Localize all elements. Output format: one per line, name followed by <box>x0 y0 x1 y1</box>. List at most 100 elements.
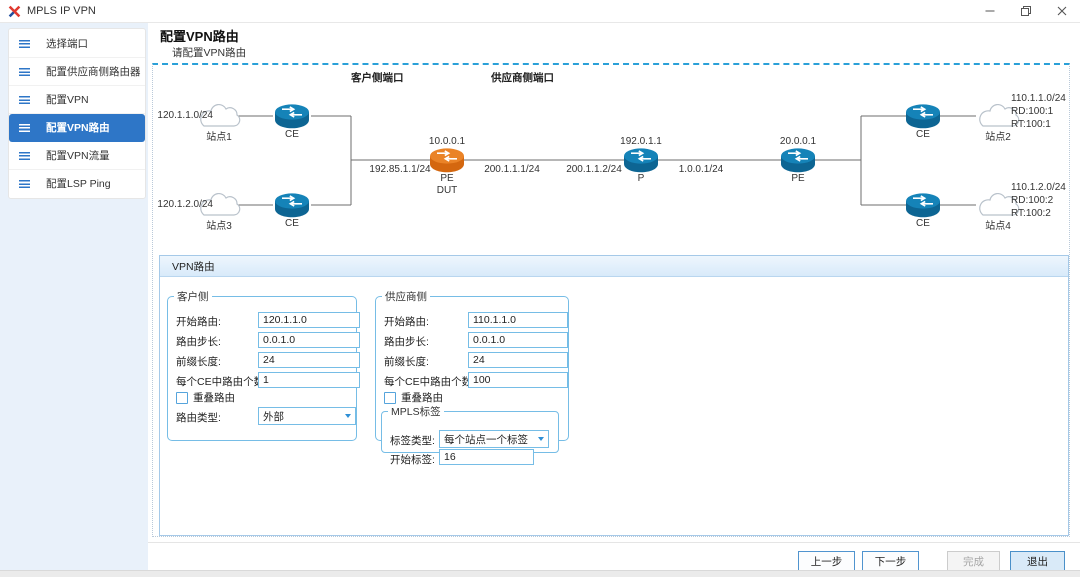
sidebar: 选择端口配置供应商侧路由器配置VPN 配置VPN路由配置VPN流量配置LSP Pi… <box>0 23 149 571</box>
vpn-route-panel: VPN路由 客户侧 重叠路由 路由类型: 外部 开始路由:路由步长 <box>159 255 1069 536</box>
sidebar-item-vpn-traffic[interactable]: 配置VPN流量 <box>9 142 145 170</box>
cloud-site1-icon <box>196 103 242 128</box>
chevron-down-icon <box>538 437 544 441</box>
sidebar-menu: 选择端口配置供应商侧路由器配置VPN 配置VPN路由配置VPN流量配置LSP Pi… <box>8 28 146 199</box>
sidebar-item-select-port[interactable]: 选择端口 <box>9 30 145 58</box>
menu-icon <box>19 95 30 104</box>
menu-icon <box>19 179 30 188</box>
label-type-value: 每个站点一个标签 <box>444 433 528 446</box>
start-label-input[interactable] <box>439 449 534 465</box>
minimize-button[interactable] <box>972 0 1008 22</box>
maximize-button[interactable] <box>1008 0 1044 22</box>
customer-route-step-label: 路由步长: <box>176 336 221 348</box>
sidebar-item-label: 配置VPN流量 <box>46 150 110 162</box>
customer-prefix-length-input[interactable] <box>258 352 360 368</box>
link-label: 192.85.1.1/24 <box>369 164 431 175</box>
status-strip <box>0 570 1080 577</box>
site-name-label: 站点2 <box>985 132 1011 143</box>
window-controls <box>972 0 1080 22</box>
customer-routes-per-ce-input[interactable] <box>258 372 360 388</box>
customer-fieldset: 客户侧 重叠路由 路由类型: 外部 开始路由: 路由步长: 前缀长度: 每个CE中路由… <box>167 289 360 441</box>
exit-button[interactable]: 退出 <box>1010 551 1065 571</box>
sidebar-item-label: 配置供应商侧路由器 <box>46 66 141 78</box>
provider-prefix-length-input[interactable] <box>468 352 568 368</box>
router-ce-site3-icon <box>273 192 311 218</box>
provider-overlap-row: 重叠路由 <box>384 390 443 405</box>
label-type-select[interactable]: 每个站点一个标签 <box>439 430 549 448</box>
page-subtitle: 请配置VPN路由 <box>172 47 247 59</box>
router-pe-icon <box>779 147 817 173</box>
route-type-label: 路由类型: <box>176 412 221 424</box>
provider-port-label: 供应商侧端口 <box>491 72 554 84</box>
router-name-label: PE <box>791 173 805 184</box>
footer-separator <box>148 542 1080 543</box>
provider-overlap-label: 重叠路由 <box>401 392 443 404</box>
customer-prefix-length-label: 前缀长度: <box>176 356 221 368</box>
provider-overlap-checkbox[interactable] <box>384 391 396 404</box>
router-name-label: P <box>637 173 645 184</box>
router-name-label: CE <box>285 129 299 140</box>
route-type-select[interactable]: 外部 <box>258 407 356 425</box>
page-title: 配置VPN路由 <box>160 29 239 44</box>
customer-overlap-label: 重叠路由 <box>193 392 235 404</box>
router-ce-site4-icon <box>904 192 942 218</box>
provider-route-step-input[interactable] <box>468 332 568 348</box>
menu-icon <box>19 67 30 76</box>
menu-icon <box>19 39 30 48</box>
main-content: 配置VPN路由 请配置VPN路由 客户侧端口 供应商侧端口 CE CE 10.0.0… <box>148 23 1080 571</box>
provider-field-row: 开始路由: <box>376 312 568 329</box>
customer-port-label: 客户侧端口 <box>351 72 404 84</box>
customer-routes-per-ce-label: 每个CE中路由个数: <box>176 376 268 388</box>
router-name-label: CE <box>916 218 930 229</box>
panel-header: VPN路由 <box>160 256 1068 277</box>
site-name-label: 站点4 <box>985 221 1011 232</box>
app-logo-icon <box>8 5 21 18</box>
router-ip-label: 20.0.0.1 <box>779 136 817 147</box>
router-ip-label: 192.0.1.1 <box>620 136 662 147</box>
customer-route-step-input[interactable] <box>258 332 360 348</box>
site-name-label: 站点1 <box>206 132 232 143</box>
panel-title: VPN路由 <box>172 260 215 273</box>
customer-overlap-checkbox[interactable] <box>176 391 188 404</box>
customer-legend: 客户侧 <box>177 291 209 303</box>
provider-routes-per-ce-input[interactable] <box>468 372 568 388</box>
sidebar-item-vpn-route[interactable]: 配置VPN路由 <box>9 114 145 142</box>
menu-icon <box>19 123 30 132</box>
sidebar-item-label: 配置VPN路由 <box>46 122 110 134</box>
provider-start-route-input[interactable] <box>468 312 568 328</box>
router-ip-label: 10.0.0.1 <box>428 136 466 147</box>
start-label-label: 开始标签: <box>390 454 435 466</box>
customer-start-route-label: 开始路由: <box>176 316 221 328</box>
site-network-label: 120.1.2.0/24 <box>157 199 213 210</box>
mpls-legend: MPLS标签 <box>391 406 441 418</box>
customer-field-row: 前缀长度: <box>168 352 360 369</box>
route-type-value: 外部 <box>263 410 284 423</box>
customer-field-row: 路由步长: <box>168 332 360 349</box>
finish-button: 完成 <box>947 551 1000 571</box>
next-button[interactable]: 下一步 <box>862 551 919 571</box>
sidebar-item-provider-router[interactable]: 配置供应商侧路由器 <box>9 58 145 86</box>
sidebar-item-vpn[interactable]: 配置VPN <box>9 86 145 114</box>
cloud-site2-icon <box>975 103 1021 128</box>
provider-field-row: 路由步长: <box>376 332 568 349</box>
customer-start-route-input[interactable] <box>258 312 360 328</box>
provider-prefix-length-label: 前缀长度: <box>384 356 429 368</box>
router-p-icon <box>622 147 660 173</box>
titlebar: MPLS IP VPN <box>0 0 1080 23</box>
router-name-label: CE <box>285 218 299 229</box>
prev-button[interactable]: 上一步 <box>798 551 855 571</box>
link-label: 200.1.1.2/24 <box>566 164 622 175</box>
sidebar-item-label: 选择端口 <box>46 38 88 50</box>
provider-routes-per-ce-label: 每个CE中路由个数: <box>384 376 476 388</box>
link-label: 1.0.0.1/24 <box>678 164 724 175</box>
sidebar-item-lsp-ping[interactable]: 配置LSP Ping <box>9 170 145 197</box>
cloud-site3-icon <box>196 192 242 217</box>
close-button[interactable] <box>1044 0 1080 22</box>
provider-fieldset: 供应商侧 重叠路由 MPLS标签 标签类型: 每个站点一个标签 <box>375 289 569 466</box>
